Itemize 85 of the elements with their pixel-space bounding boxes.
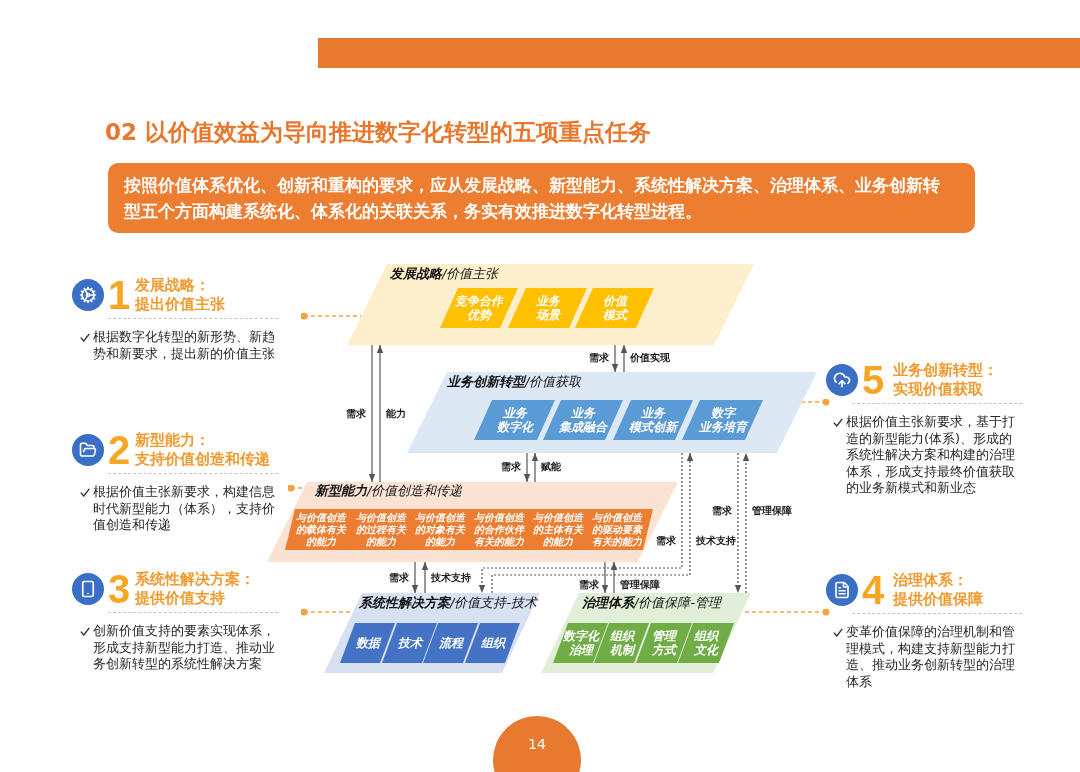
parallelogram-tile <box>678 623 734 663</box>
edge-label: 能力 <box>385 407 407 419</box>
tile-label: 数据 <box>355 636 380 650</box>
step-number: 5 <box>862 361 885 399</box>
layer-title: 治理体系/价值保障-管理 <box>582 595 722 611</box>
arrow <box>531 452 539 483</box>
edge-label: 技术支持 <box>430 571 472 583</box>
callout-title: 治理体系：提供价值保障 <box>893 571 984 609</box>
callout-text: 根据数字化转型的新形势、新趋势和新要求，提出新的价值主张 <box>93 329 276 362</box>
edge-label: 需求 <box>655 534 677 546</box>
edge-label: 需求 <box>500 460 522 472</box>
arrow <box>601 561 609 594</box>
tile-label: 与价值创造的载体有关的能力 <box>296 511 346 548</box>
tile-label: 业务集成融合 <box>559 406 607 434</box>
edge-label: 管理保障 <box>619 578 661 590</box>
callout-title: 发展战略：提出价值主张 <box>135 276 226 314</box>
layer-title: 新型能力/价值创造和传递 <box>315 483 463 499</box>
layer-panel <box>324 593 540 673</box>
arrow <box>411 561 419 594</box>
step-number: 3 <box>108 570 131 608</box>
edge-label: 需求 <box>711 504 733 516</box>
leader-line <box>801 398 830 406</box>
edge-label: 需求 <box>578 578 600 590</box>
parallelogram-tile <box>613 400 693 440</box>
parallelogram-tile <box>543 400 623 440</box>
tile-label: 管理方式 <box>652 629 676 657</box>
parallelogram-tile <box>682 400 763 440</box>
arrow <box>368 344 376 483</box>
callout-text: 根据价值主张新要求，构建信息时代新型能力（体系），支持价值创造和传递 <box>93 484 276 534</box>
parallelogram-tile <box>465 623 520 663</box>
tile-label: 技术 <box>397 636 422 650</box>
tile-label: 数字化治理 <box>562 629 599 657</box>
edge-label: 需求 <box>588 351 610 363</box>
tile-label: 数字业务培育 <box>698 406 747 434</box>
arrow <box>376 344 384 483</box>
tile-label: 组织 <box>480 636 505 650</box>
callout-title: 业务创新转型：实现价值获取 <box>893 361 999 399</box>
tile-label: 竞争合作优势 <box>455 294 503 322</box>
tile-label: 业务场景 <box>535 294 560 322</box>
arrow <box>610 561 618 594</box>
dashed-arrow <box>734 452 742 594</box>
leader-line <box>287 484 305 492</box>
step-number: 1 <box>108 276 131 314</box>
arrow <box>611 344 619 373</box>
callout-text: 创新价值支持的要素实现体系，形成支持新型能力打造、推动业务创新转型的系统性解决方案 <box>93 623 276 673</box>
parallelogram-tile <box>440 288 518 328</box>
tile-label: 与价值创造的对象有关的能力 <box>414 511 465 548</box>
edge-label: 价值实现 <box>629 351 671 363</box>
tile-label: 组织文化 <box>694 629 718 657</box>
tile-label: 业务模式创新 <box>629 406 677 434</box>
edge-label: 管理保障 <box>751 504 793 516</box>
layer-panel <box>347 264 754 345</box>
page-number: 14 <box>493 716 581 772</box>
step-number: 4 <box>862 571 885 609</box>
callout-title: 系统性解决方案：提供价值支持 <box>135 570 256 608</box>
dashed-arrow <box>742 452 750 594</box>
tile-label: 与价值创造的合作伙伴有关的能力 <box>474 511 524 548</box>
layer-panel <box>541 593 751 673</box>
layer-title: 系统性解决方案/价值支持-技术 <box>359 595 538 611</box>
layer-title: 业务创新转型/价值获取 <box>447 374 582 390</box>
callout-title: 新型能力：支持价值创造和传递 <box>135 431 271 469</box>
edge-label: 需求 <box>388 571 410 583</box>
edge-label: 赋能 <box>540 460 562 472</box>
tile-label: 与价值创造的过程有关的能力 <box>355 511 406 548</box>
arrow <box>421 561 429 594</box>
tile-label: 与价值创造的主体有关的能力 <box>532 511 583 548</box>
parallelogram-tile <box>508 288 587 328</box>
arrow <box>620 344 628 373</box>
tile-label: 流程 <box>438 636 463 650</box>
layer-panel <box>407 372 817 453</box>
edge-label: 技术支持 <box>695 534 737 546</box>
tile-label: 业务数字化 <box>496 406 533 434</box>
callout-text: 变革价值保障的治理机制和管理模式，构建支持新型能力打造、推动业务创新转型的治理体系 <box>846 624 1016 690</box>
layer-title: 发展战略/价值主张 <box>390 266 499 282</box>
parallelogram-tile <box>474 400 555 440</box>
parallelogram-tile <box>575 288 654 328</box>
summary-banner: 按照价值体系优化、创新和重构的要求，应从发展战略、新型能力、系统性解决方案、治理体系、业务创新转型五个方面构建系统化、体系化的关联关系，务实有效推进数字化转型进程。 <box>108 163 975 233</box>
tile-label: 价值模式 <box>602 294 627 322</box>
arrow <box>523 452 531 483</box>
callout-text: 根据价值主张新要求，基于打造的新型能力(体系)、形成的系统性解决方案和构建的治理体系，形成支持最终价值获取的业务新模式和新业态 <box>846 414 1016 497</box>
tile-label: 组织机制 <box>609 629 634 657</box>
edge-label: 需求 <box>345 407 367 419</box>
page-title: 02 以价值效益为导向推进数字化转型的五项重点任务 <box>105 118 651 146</box>
step-number: 2 <box>108 431 131 469</box>
tile-label: 与价值创造的驱动要素有关的能力 <box>592 511 642 548</box>
